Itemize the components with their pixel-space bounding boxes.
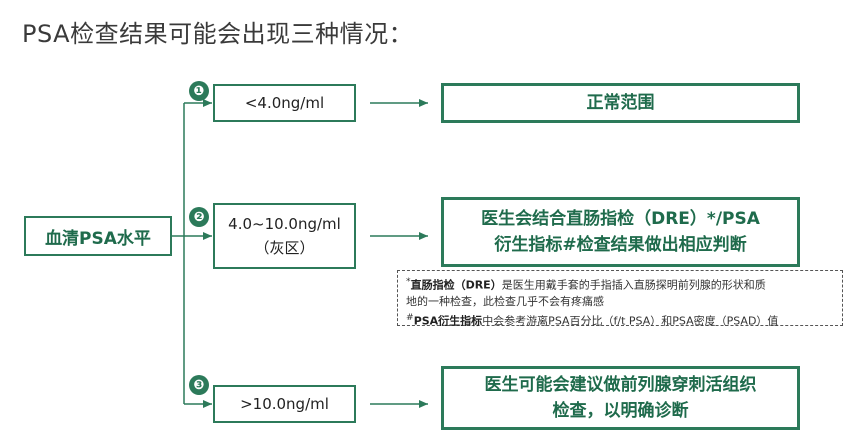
footnote-box: *直肠指检（DRE）是医生用戴手套的手指插入直肠探明前列腺的形状和质 地的一种检… [397,270,843,327]
footnote-line-1: *直肠指检（DRE）是医生用戴手套的手指插入直肠探明前列腺的形状和质 [406,274,834,294]
badge-2-icon: ❷ [189,207,209,227]
result-3-line-2: 检查，以明确诊断 [552,401,689,421]
badge-1-icon: ❶ [189,81,209,101]
root-label: 血清PSA水平 [45,228,151,249]
result-node-3: 医生可能会建议做前列腺穿刺活组织 检查，以明确诊断 [441,366,800,430]
result-node-2: 医生会结合直肠指检（DRE）*/PSA 衍生指标#检查结果做出相应判断 [441,197,800,267]
condition-node-2: 4.0~10.0ng/ml （灰区） [213,203,356,269]
footnote-mark-hash: # [406,311,414,323]
footnote-mark-asterisk: * [406,276,411,287]
badge-3-icon: ❸ [189,375,209,395]
condition-1-label: <4.0ng/ml [244,94,325,112]
footnote-term-dre: 直肠指检（DRE） [410,278,502,292]
footnote-text-3: 中会参考游离PSA百分比（f/t PSA）和PSA密度（PSAD）值 [482,314,779,328]
result-1-line-1: 正常范围 [586,93,655,113]
result-node-1: 正常范围 [441,83,800,123]
result-2-line-1: 医生会结合直肠指检（DRE）*/PSA [481,209,760,229]
page-title: PSA检查结果可能会出现三种情况： [22,20,414,48]
footnote-term-psa: PSA衍生指标 [413,314,483,328]
result-2-line-2: 衍生指标#检查结果做出相应判断 [494,235,747,255]
footnote-line-2: 地的一种检查，此检查几乎不会有疼痛感 [406,294,604,308]
condition-node-3: >10.0ng/ml [213,385,356,423]
footnote-text-1: 是医生用戴手套的手指插入直肠探明前列腺的形状和质 [501,278,766,292]
footnote-line-3: #PSA衍生指标中会参考游离PSA百分比（f/t PSA）和PSA密度（PSAD… [406,310,834,330]
condition-2-sublabel: （灰区） [254,239,315,257]
condition-2-label: 4.0~10.0ng/ml [228,215,341,233]
root-node: 血清PSA水平 [24,216,172,256]
condition-3-label: >10.0ng/ml [240,395,329,413]
result-3-line-1: 医生可能会建议做前列腺穿刺活组织 [484,375,757,395]
condition-node-1: <4.0ng/ml [213,84,356,122]
